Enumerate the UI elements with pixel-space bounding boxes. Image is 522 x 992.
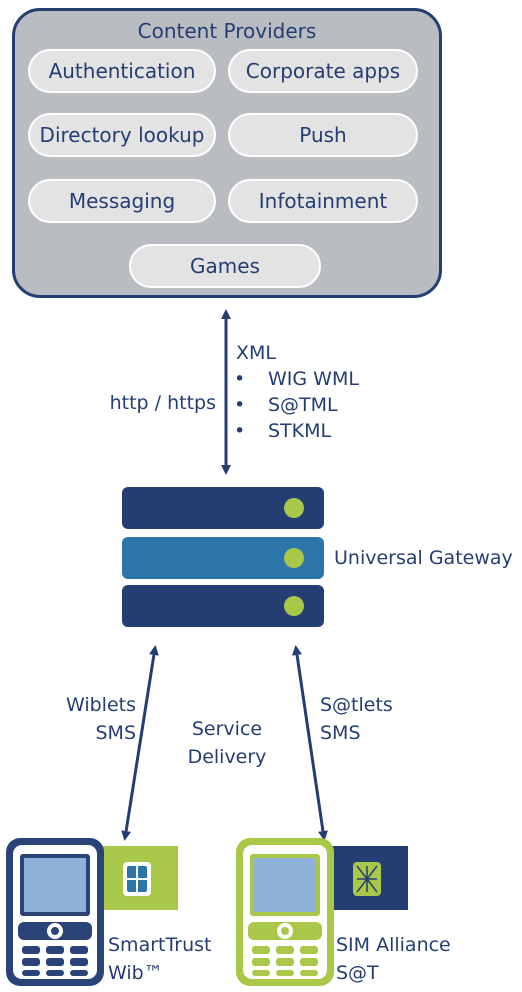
xml-label: XML	[236, 342, 276, 364]
server-unit-bottom	[122, 585, 324, 627]
service-delivery-line2: Delivery	[187, 746, 267, 768]
format-item: S@TML	[232, 392, 359, 418]
server-unit-top	[122, 487, 324, 529]
provider-push: Push	[228, 113, 418, 157]
provider-infotainment: Infotainment	[228, 179, 418, 223]
phone-left-label-line1: SmartTrust	[108, 934, 212, 956]
protocol-label: http / https	[109, 392, 216, 414]
provider-messaging: Messaging	[28, 179, 216, 223]
service-delivery-line1: Service	[191, 718, 263, 740]
format-list: WIG WML S@TML STKML	[232, 366, 359, 444]
provider-games: Games	[129, 244, 321, 288]
phone-right-label-line2: S@T	[336, 962, 379, 984]
right-link-line1: S@tlets	[320, 694, 393, 716]
provider-authentication: Authentication	[28, 49, 216, 93]
server-unit-middle	[122, 537, 324, 579]
format-item: WIG WML	[232, 366, 359, 392]
providers-title: Content Providers	[137, 19, 317, 43]
left-link-line2: SMS	[95, 722, 136, 744]
satlets-link-arrow	[292, 645, 328, 841]
smarttrust-phone-icon	[6, 838, 178, 986]
status-light	[284, 498, 304, 518]
phone-left-label-line2: Wib™	[108, 962, 163, 984]
format-item: STKML	[232, 418, 359, 444]
phone-right-label-line1: SIM Alliance	[336, 934, 451, 956]
gateway-label: Universal Gateway	[334, 547, 513, 569]
left-link-line1: Wiblets	[65, 694, 136, 716]
right-link-line2: SMS	[320, 722, 361, 744]
status-light	[284, 548, 304, 568]
sim-alliance-phone-icon	[236, 838, 408, 986]
provider-corporate-apps: Corporate apps	[228, 49, 418, 93]
wiblets-link-arrow	[121, 645, 159, 841]
provider-directory-lookup: Directory lookup	[28, 113, 216, 157]
status-light	[284, 596, 304, 616]
